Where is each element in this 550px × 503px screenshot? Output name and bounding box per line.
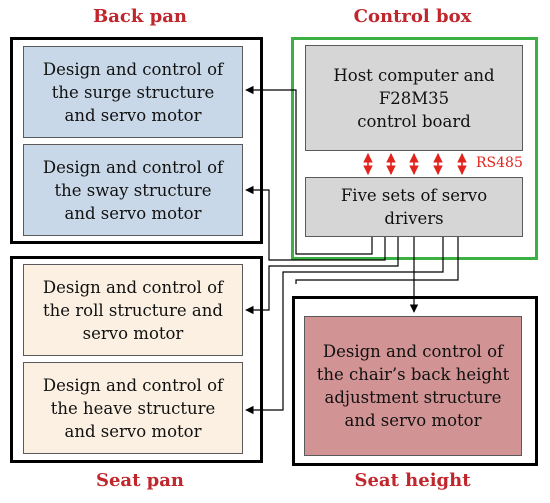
drivers-line-1: Five sets of servo — [340, 186, 488, 205]
back-pan-group — [10, 37, 263, 244]
seat-height-title: Seat height — [354, 470, 471, 491]
back-height-structure-box: Design and control of the chair’s back h… — [304, 316, 522, 456]
roll-line-3: servo motor — [82, 323, 184, 343]
wire-to-heave — [245, 237, 444, 415]
wire-to-roll — [245, 237, 399, 315]
seat-height-group — [292, 296, 538, 466]
wire-branch — [295, 237, 459, 284]
wire-to-sway — [245, 185, 386, 261]
heave-structure-box: Design and control of the heave structur… — [23, 362, 243, 454]
seat-pan-group — [10, 256, 263, 463]
surge-line-1: Design and control of — [42, 59, 224, 79]
servo-drivers-box: Five sets of servo drivers — [305, 177, 523, 237]
rs485-bus-arrows — [363, 153, 467, 175]
roll-structure-box: Design and control of the roll structure… — [23, 264, 243, 356]
sway-line-2: the sway structure — [54, 180, 212, 200]
sway-line-3: and servo motor — [64, 203, 202, 223]
seat-pan-title: Seat pan — [95, 470, 185, 491]
back-height-line-1: Design and control of — [322, 342, 504, 361]
back-height-line-2: the chair’s back height — [316, 365, 510, 384]
back-height-line-3: adjustment structure — [324, 388, 502, 407]
surge-structure-box: Design and control of the surge structur… — [23, 46, 243, 138]
host-computer-box: Host computer and F28M35 control board — [305, 45, 523, 151]
wire-to-surge — [245, 85, 373, 255]
host-line-1: Host computer and — [333, 65, 495, 85]
sway-line-1: Design and control of — [42, 157, 224, 177]
heave-line-3: and servo motor — [64, 421, 202, 441]
surge-line-3: and servo motor — [64, 105, 202, 125]
host-line-3: control board — [357, 111, 471, 131]
heave-line-2: the heave structure — [50, 398, 216, 418]
roll-line-2: the roll structure and — [43, 300, 223, 320]
host-line-2: F28M35 — [378, 88, 450, 108]
surge-line-2: the surge structure — [51, 82, 215, 102]
rs485-label: RS485 — [476, 155, 523, 171]
back-height-line-4: and servo motor — [344, 411, 482, 430]
sway-structure-box: Design and control of the sway structure… — [23, 144, 243, 236]
control-box-title: Control box — [353, 6, 472, 27]
heave-line-1: Design and control of — [42, 375, 224, 395]
roll-line-1: Design and control of — [42, 277, 224, 297]
drivers-line-2: drivers — [384, 209, 444, 228]
back-pan-title: Back pan — [93, 6, 187, 27]
